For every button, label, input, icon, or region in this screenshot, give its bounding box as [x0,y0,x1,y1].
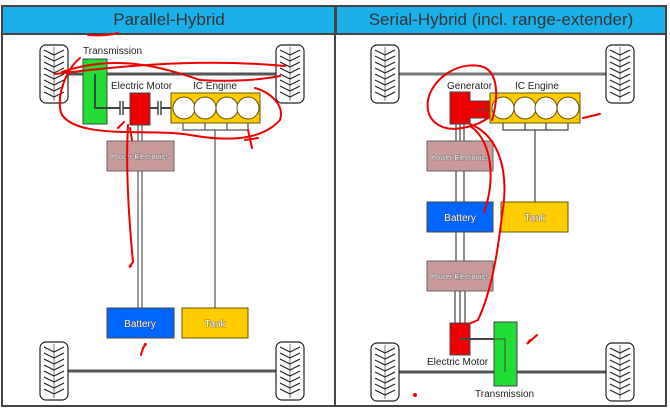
parallel-loop-annotation [54,57,286,140]
rear-left-wheel [370,342,400,402]
power-electronics-top-block [426,140,494,172]
parallel-hybrid-panel: Transmission Electric Motor IC Engine Po… [39,44,305,401]
parallel-line-down [126,124,135,268]
electric-motor-label: Electric Motor [111,81,173,92]
power-electronics-top-label: Power Elecronics [431,153,489,162]
generator-block [449,91,491,125]
front-left-wheel [370,44,400,104]
rear-right-wheel [275,341,305,401]
generator-label: Generator [447,81,493,92]
power-electronics-block [106,140,175,172]
power-electronics-bottom-block [426,260,494,292]
tank-label: Tank [204,319,226,330]
serial-line-motor [469,123,506,324]
title-underline [87,32,119,37]
transmission-label: Transmission [475,389,534,400]
electric-motor-block [129,92,151,126]
serial-arrow-engine [582,113,601,119]
battery-label: Battery [444,213,476,224]
power-electronics-label: Power Elecronics [111,152,169,161]
ic-engine-label: IC Engine [515,81,559,92]
parallel-arrow-battery [140,343,147,356]
serial-line-battery [469,125,492,213]
battery-label: Battery [124,319,156,330]
battery-block [106,307,175,339]
battery-block [426,201,494,233]
serial-dot [413,393,417,397]
front-right-wheel [275,44,305,104]
electric-motor-label: Electric Motor [427,357,489,368]
ic-engine-label: IC Engine [193,81,237,92]
serial-hybrid-title: Serial-Hybrid (incl. range-extender) [368,10,634,29]
panel-divider [334,5,336,407]
front-right-wheel [605,44,635,104]
rear-right-wheel [605,342,635,402]
power-electronics-bottom-label: Power Elecronics [431,272,489,281]
parallel-hybrid-header: Parallel-Hybrid [1,5,335,35]
parallel-hybrid-title: Parallel-Hybrid [113,10,225,29]
parallel-tick-1 [244,129,259,149]
serial-arrow-transmission [526,334,538,345]
serial-hybrid-panel: Generator IC Engine Power Elecronics Bat… [370,44,635,402]
parallel-arrow-left [117,121,133,141]
tank-block [500,201,569,233]
tank-block [181,307,249,339]
transmission-label: Transmission [83,46,142,57]
tank-label: Tank [524,213,546,224]
serial-hybrid-header: Serial-Hybrid (incl. range-extender) [335,5,667,35]
red-annotations [54,32,601,397]
rear-left-wheel [39,341,69,401]
